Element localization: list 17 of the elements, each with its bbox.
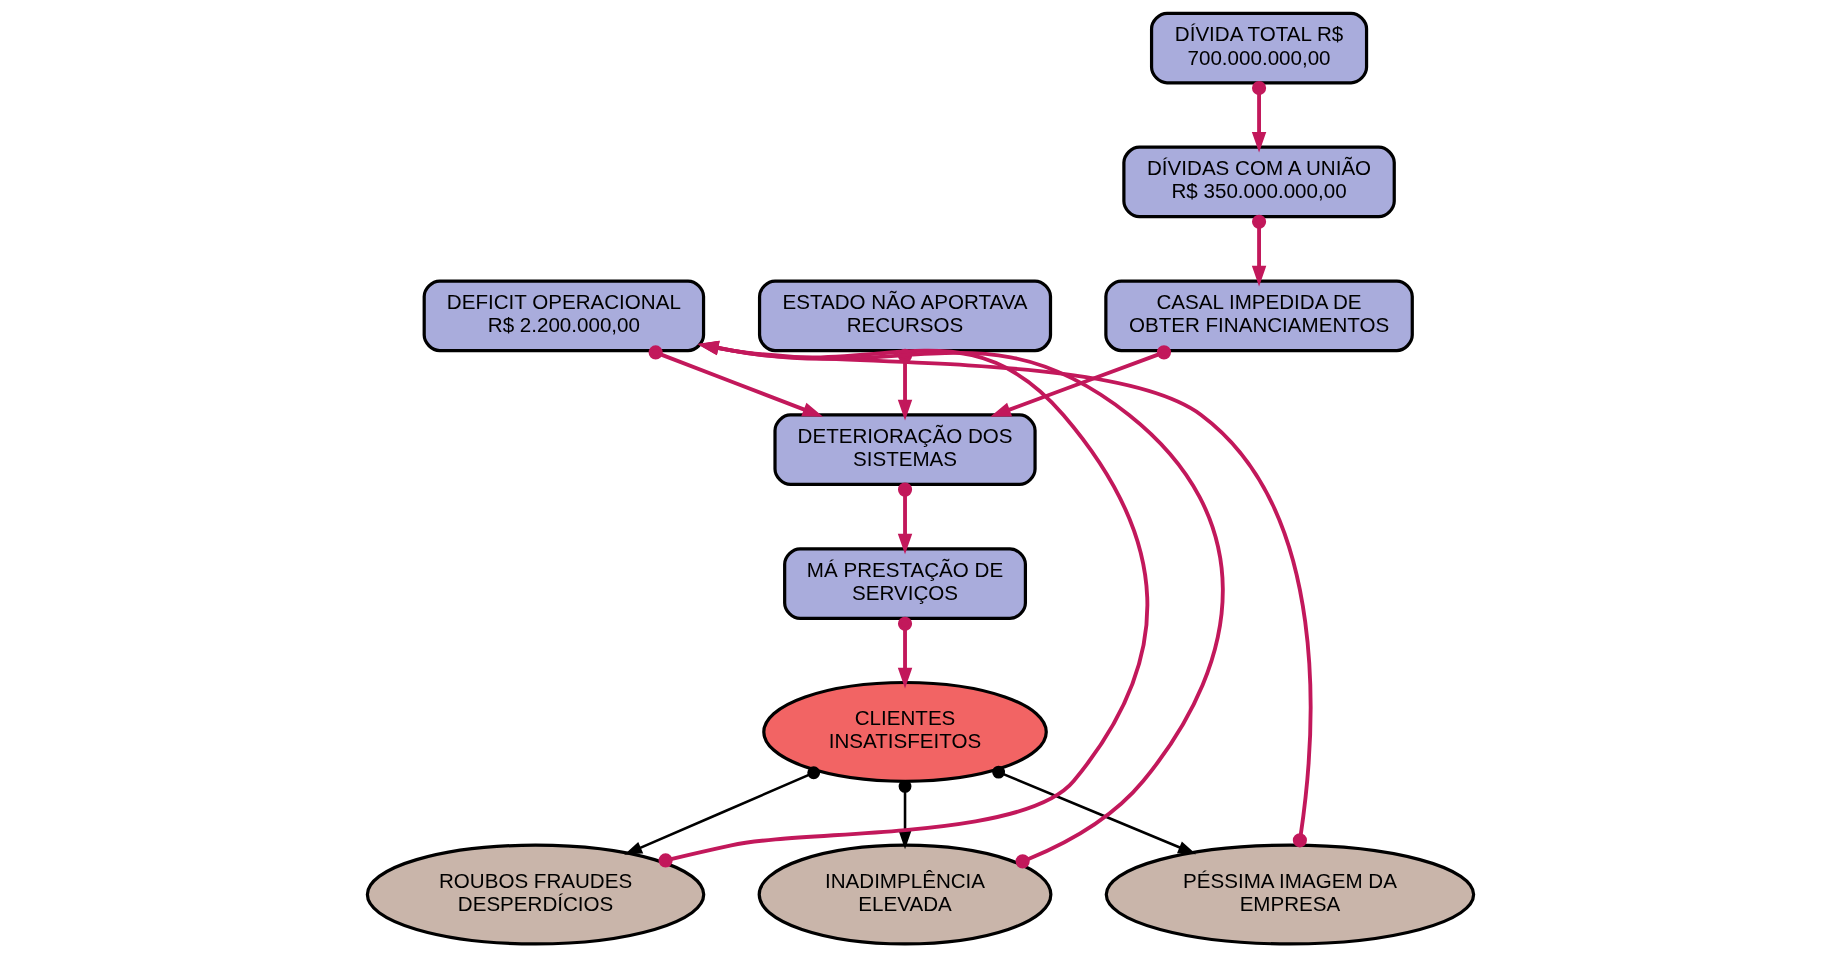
arrow <box>1251 80 1267 153</box>
arrow <box>897 482 913 555</box>
node-box: ESTADO NÃO APORTAVA RECURSOS <box>757 279 1053 353</box>
node-box: MÁ PRESTAÇÃO DE SERVIÇOS <box>783 547 1027 620</box>
node-box: CASAL IMPEDIDA DE OBTER FINANCIAMENTOS <box>1104 279 1414 353</box>
node-ellipse: INADIMPLÊNCIA ELEVADA <box>757 843 1053 946</box>
arrow <box>898 779 912 850</box>
node-box: DÍVIDAS COM A UNIÃO R$ 350.000.000,00 <box>1122 145 1396 219</box>
arrow <box>1251 214 1267 287</box>
node-box: DÍVIDA TOTAL R$ 700.000.000,00 <box>1149 11 1369 85</box>
arrow <box>648 345 824 417</box>
arrow <box>990 345 1172 417</box>
arrow <box>624 766 821 855</box>
arrow <box>897 616 913 689</box>
node-box: DETERIORAÇÃO DOS SISTEMAS <box>773 413 1037 487</box>
node-box: DEFICIT OPERACIONAL R$ 2.200.000,00 <box>422 279 706 353</box>
arrow <box>992 765 1197 855</box>
